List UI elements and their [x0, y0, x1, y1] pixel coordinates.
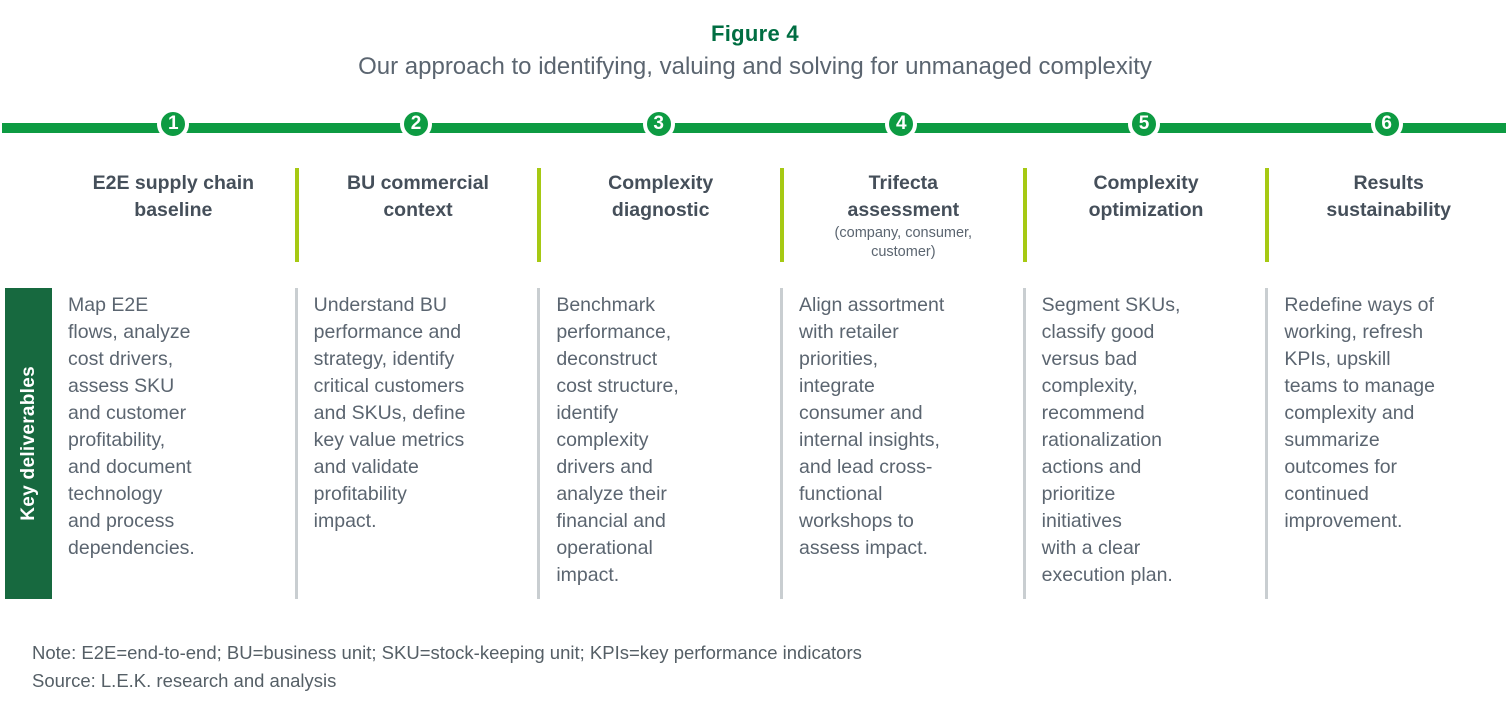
step-header-trifecta-assessment: Trifecta assessment (company, consumer, …	[780, 168, 1023, 262]
step-3-number-icon: 3	[642, 108, 675, 140]
figure-title: Our approach to identifying, valuing and…	[358, 53, 1152, 80]
step-6-number-icon: 6	[1370, 108, 1403, 140]
deliverable-step-4: Align assortment with retailer prioritie…	[780, 288, 1023, 599]
deliverable-step-6: Redefine ways of working, refresh KPIs, …	[1265, 288, 1508, 599]
step-title: Trifecta assessment	[847, 172, 960, 221]
step-title: Results sustainability	[1326, 172, 1451, 221]
step-header-row: E2E supply chain baseline BU commercial …	[52, 168, 1508, 262]
step-1-number-icon: 1	[157, 108, 190, 140]
deliverable-step-1: Map E2E flows, analyze cost drivers, ass…	[52, 288, 295, 599]
step-number: 2	[410, 113, 422, 134]
deliverable-step-2: Understand BU performance and strategy, …	[294, 288, 538, 599]
step-subtitle: (company, consumer, customer)	[834, 225, 973, 260]
step-title: Complexity optimization	[1088, 172, 1204, 221]
deliverable-text: Align assortment with retailer prioritie…	[799, 294, 945, 559]
step-header-results-sustainability: Results sustainability	[1265, 168, 1508, 262]
deliverable-text: Map E2E flows, analyze cost drivers, ass…	[68, 294, 195, 559]
figure-label: Figure 4	[711, 21, 799, 46]
step-number: 6	[1381, 113, 1392, 134]
step-5-number-icon: 5	[1127, 108, 1160, 140]
step-header-e2e-supply-chain-baseline: E2E supply chain baseline	[52, 168, 295, 262]
deliverable-text: Segment SKUs, classify good versus bad c…	[1041, 294, 1181, 586]
step-header-complexity-diagnostic: Complexity diagnostic	[537, 168, 780, 262]
deliverable-text: Benchmark performance, deconstruct cost …	[556, 294, 679, 586]
process-timeline: 1 2 3 4 5 6	[0, 108, 1510, 148]
deliverable-step-5: Segment SKUs, classify good versus bad c…	[1022, 288, 1266, 599]
step-2-number-icon: 2	[399, 108, 432, 140]
key-deliverables-label: Key deliverables	[17, 366, 39, 521]
step-number: 3	[653, 113, 664, 134]
step-header-bu-commercial-context: BU commercial context	[294, 168, 538, 262]
note-text: Note: E2E=end-to-end; BU=business unit; …	[32, 642, 862, 663]
step-title: E2E supply chain baseline	[92, 172, 255, 221]
deliverables-row: Map E2E flows, analyze cost drivers, ass…	[52, 288, 1508, 599]
step-header-complexity-optimization: Complexity optimization	[1022, 168, 1266, 262]
source-text: Source: L.E.K. research and analysis	[32, 670, 337, 691]
step-title: Complexity diagnostic	[608, 172, 714, 221]
deliverables-section: Key deliverables Map E2E flows, analyze …	[0, 288, 1510, 599]
figure-footer: Note: E2E=end-to-end; BU=business unit; …	[32, 641, 1510, 693]
step-number: 1	[168, 113, 179, 134]
key-deliverables-sidebar: Key deliverables	[5, 288, 52, 599]
step-title: BU commercial context	[347, 172, 489, 221]
deliverable-text: Understand BU performance and strategy, …	[313, 294, 466, 532]
figure-page: Figure 4 Our approach to identifying, va…	[0, 20, 1510, 723]
step-number: 4	[896, 113, 907, 134]
deliverable-text: Redefine ways of working, refresh KPIs, …	[1284, 294, 1435, 532]
step-4-number-icon: 4	[885, 108, 918, 140]
step-number: 5	[1138, 113, 1150, 134]
timeline-line	[2, 123, 1506, 133]
deliverable-step-3: Benchmark performance, deconstruct cost …	[537, 288, 780, 599]
